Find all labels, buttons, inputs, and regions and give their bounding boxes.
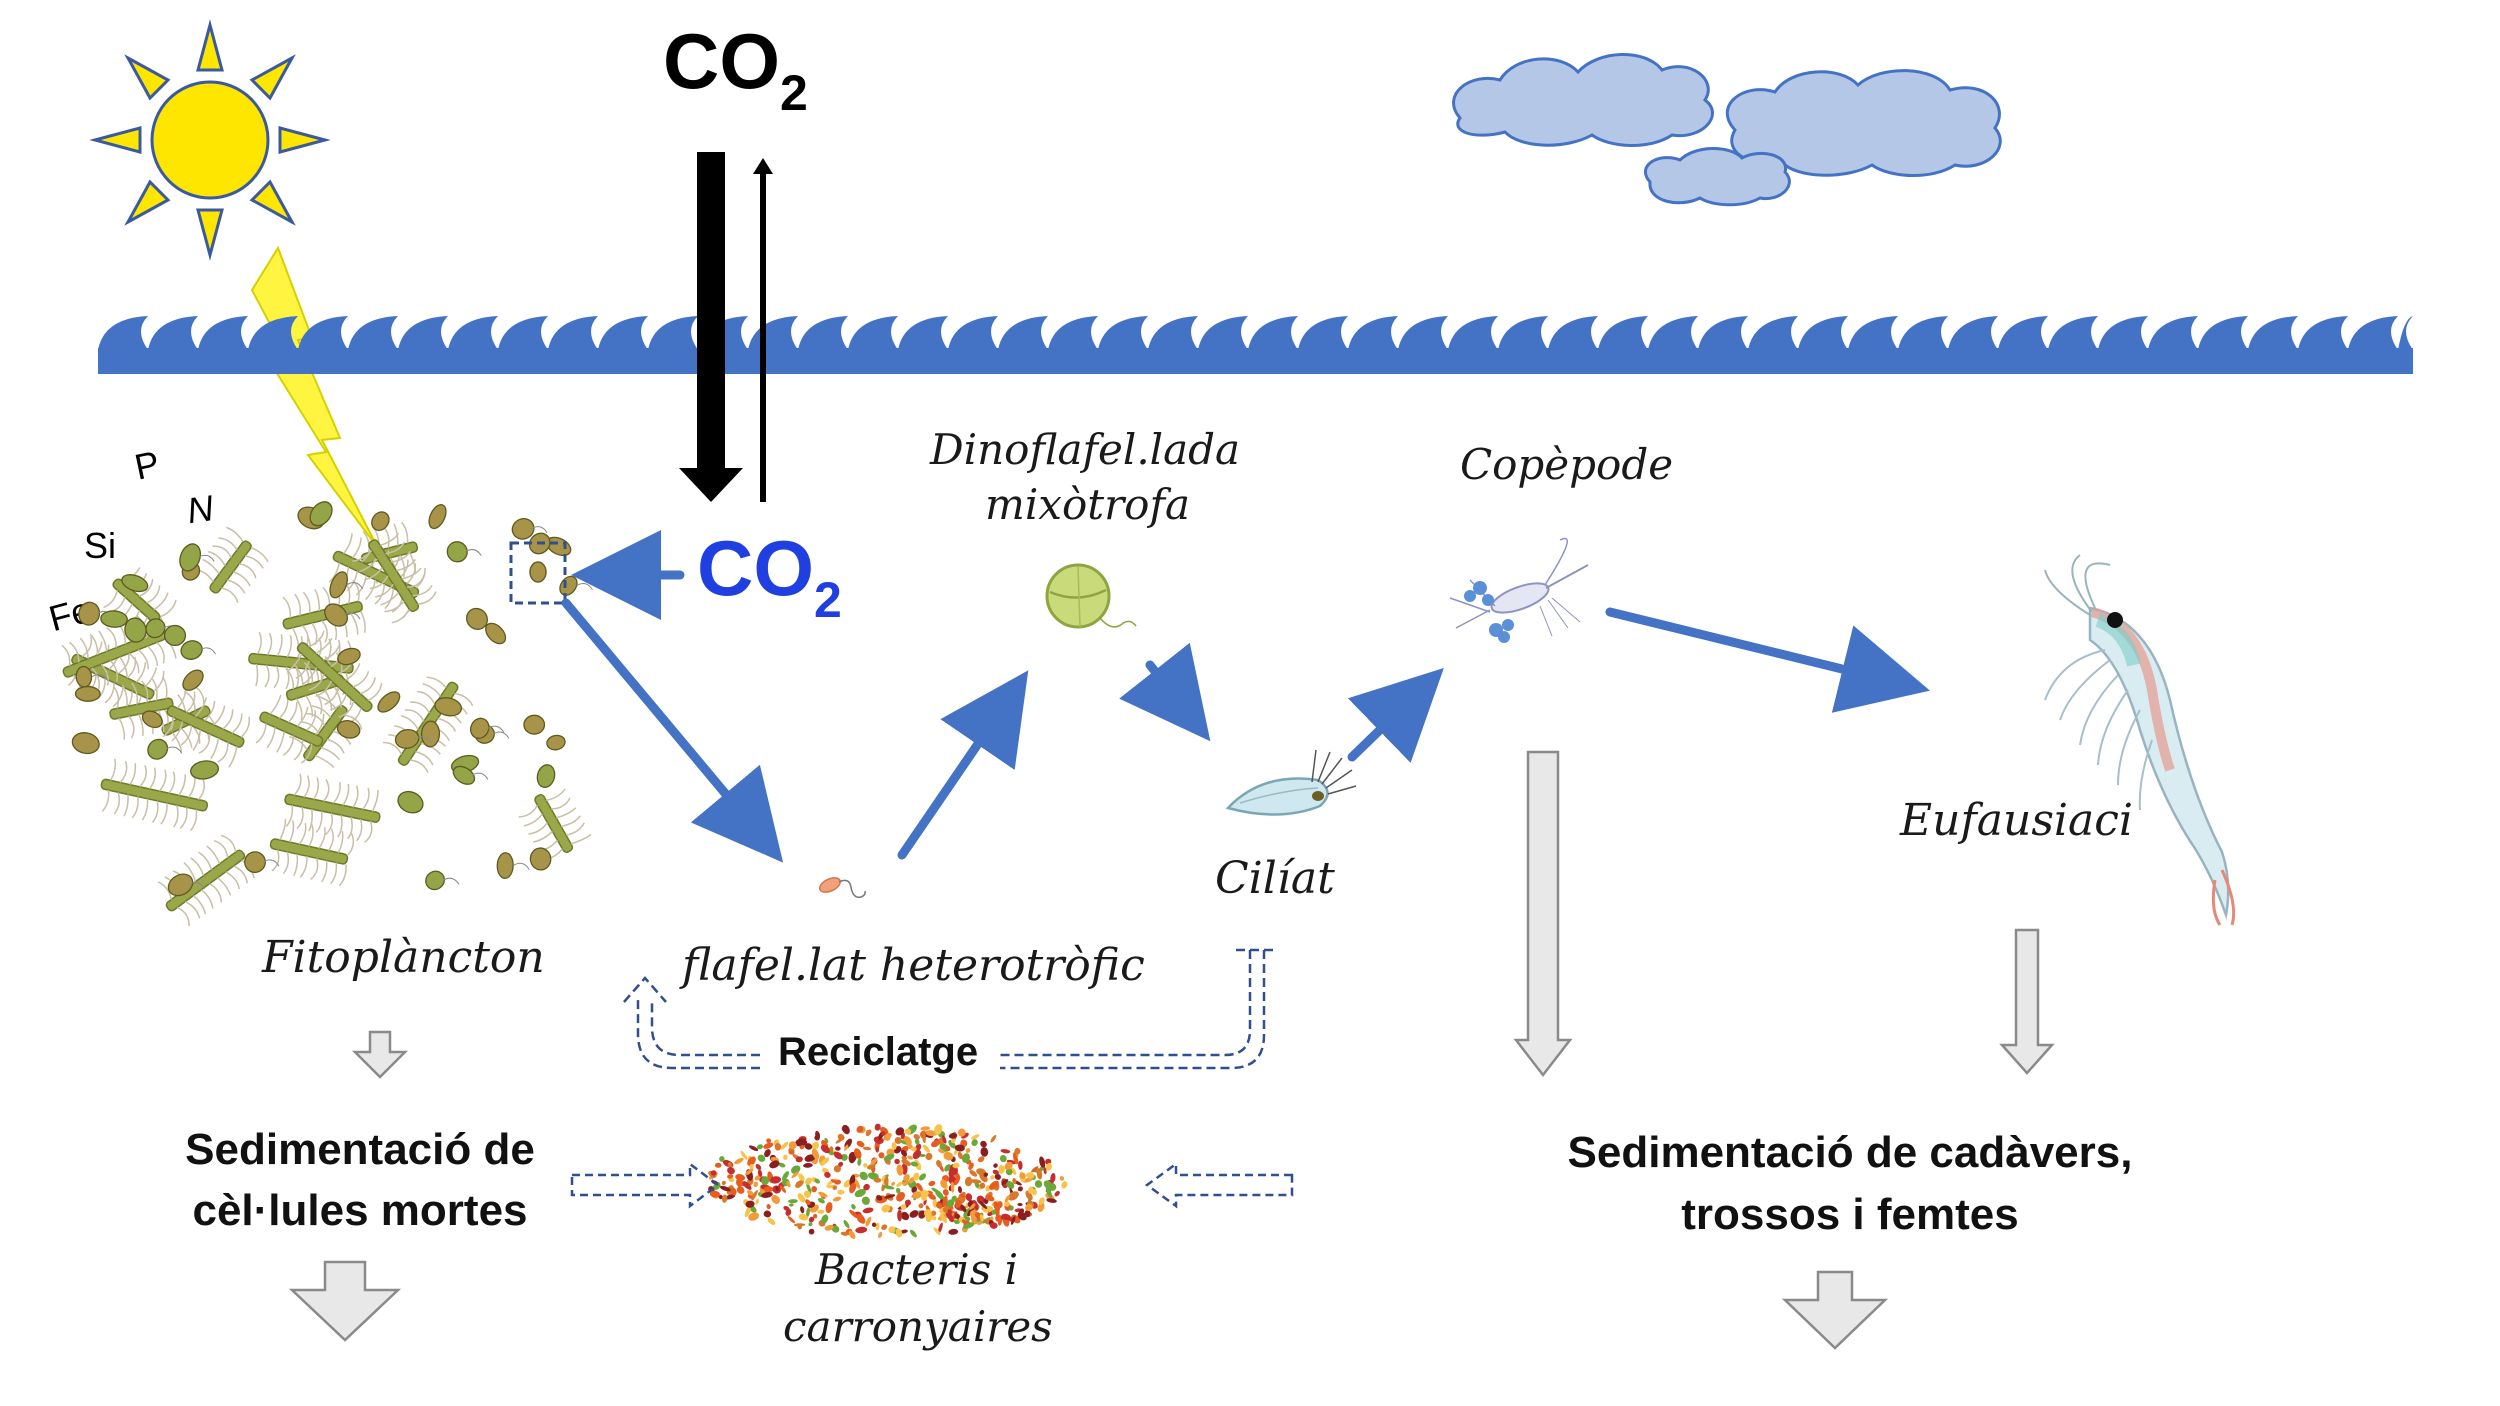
dinoflagellate-label: Dinoflafel.lada	[930, 425, 1241, 474]
nutrient-p-label: P	[131, 443, 163, 488]
cloud-icon	[1643, 147, 1791, 207]
ciliate-icon	[1225, 749, 1357, 816]
sunlight-bolt-icon	[250, 245, 379, 549]
bacteria-label-line2: carronyaires	[783, 1302, 1053, 1351]
sink-arrow-copepod	[1513, 750, 1573, 1078]
copepod-label: Copèpode	[1460, 440, 1674, 489]
heterotrophic-flagellate-label: flafel.lat heterotròfic	[682, 940, 1145, 991]
dinoflagellate-icon	[1045, 563, 1137, 629]
recycling-loop	[623, 948, 1278, 1070]
heterotrophic-flagellate-icon	[818, 877, 866, 899]
arrow-ciliate-to-copepod	[1347, 667, 1444, 763]
sedimentation-remains-label-line1: Sedimentació de cadàvers,	[1567, 1128, 2133, 1177]
sedimentation-cells-label-line1: Sedimentació de	[185, 1125, 535, 1174]
cloud-icon	[1725, 69, 2002, 177]
krill-icon	[2044, 554, 2236, 926]
sink-arrow-remains-bottom	[1781, 1270, 1889, 1350]
dinoflagellate-label-line2: mixòtrofa	[985, 480, 1191, 529]
sink-arrow-phyto	[351, 1030, 409, 1079]
ciliate-label: Cilíat	[1215, 853, 1335, 904]
bacteria-label-line1: Bacteris i	[815, 1245, 1019, 1294]
cloud-icon	[1452, 53, 1714, 147]
co2-atmosphere-label: CO2	[663, 17, 808, 121]
co2-dissolved-label: CO2	[697, 524, 842, 628]
dashed-arrow-remains-to-bacteria	[1144, 1161, 1294, 1209]
food-web-arrows	[561, 530, 1930, 863]
nutrient-si-label: Si	[84, 525, 116, 566]
arrow-cell-to-flagellate	[561, 598, 784, 863]
arrow-flagellate-to-dino	[897, 670, 1029, 860]
sun-icon	[89, 19, 331, 261]
dashed-arrow-cells-to-bacteria	[570, 1161, 721, 1209]
selected-cell-box	[509, 541, 567, 605]
krill-label: Eufausiaci	[1900, 795, 2133, 846]
sink-arrow-cells-bottom	[288, 1260, 402, 1342]
arrow-copepod-to-krill	[1605, 607, 1930, 713]
sinking-arrows	[288, 750, 2055, 1350]
co2-exchange-arrows	[679, 152, 773, 502]
sea-surface	[98, 316, 2413, 374]
nutrient-n-label: N	[184, 487, 216, 531]
sink-arrow-krill	[1999, 928, 2055, 1075]
phytoplankton-label: Fitoplàncton	[262, 932, 545, 983]
sedimentation-cells-label-line2: cèl·lules mortes	[192, 1186, 528, 1235]
recycling-label: Reciclatge	[778, 1030, 979, 1074]
copepod-icon	[1449, 537, 1589, 643]
sedimentation-remains-label-line2: trossos i femtes	[1681, 1190, 2019, 1239]
phytoplankton-cluster-icon	[61, 501, 593, 927]
selected-cell-icon	[529, 561, 547, 583]
arrow-dino-to-ciliate	[1119, 642, 1211, 742]
bacteria-patch-icon	[708, 1123, 1068, 1239]
